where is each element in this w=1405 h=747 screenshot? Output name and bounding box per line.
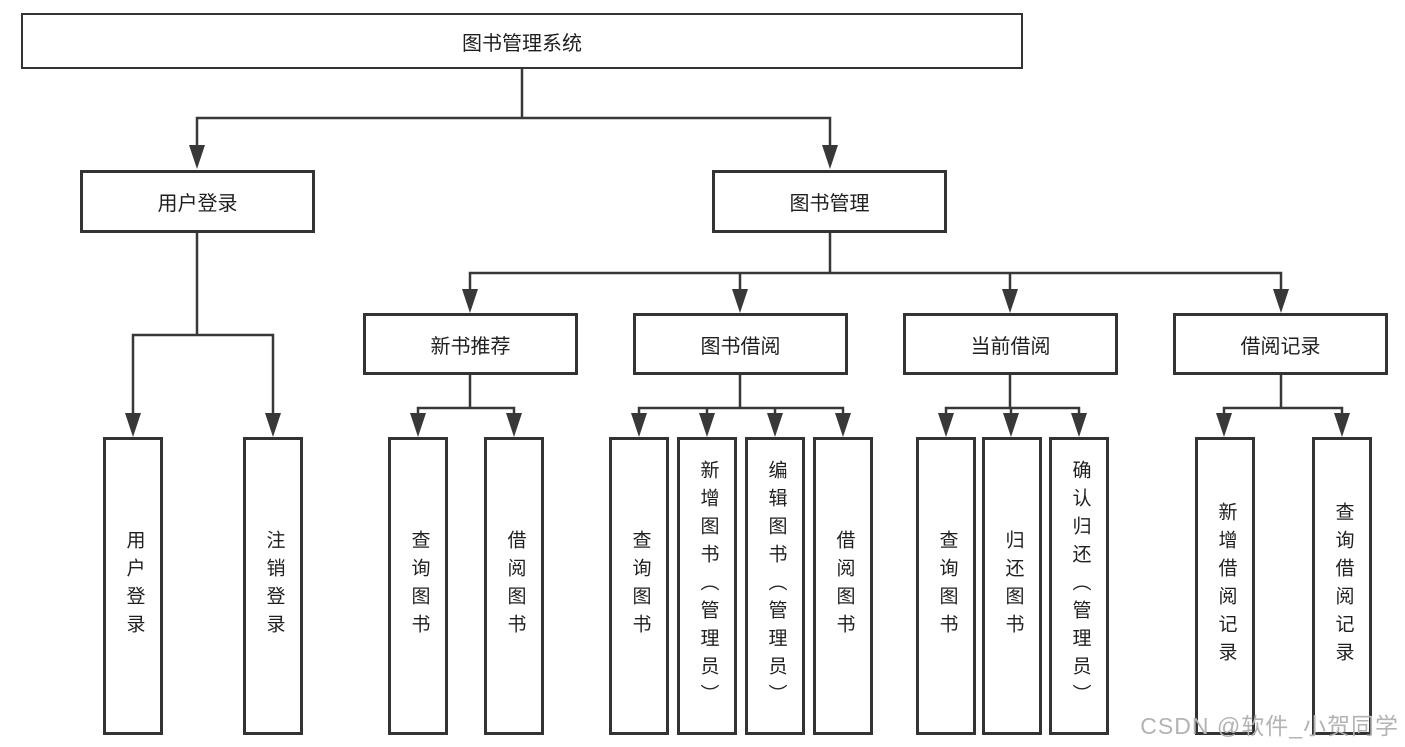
leaf-return-books: 归还图书 [982,437,1042,735]
arrow-icon [462,289,478,313]
arrow-icon [938,413,954,437]
leaf-borrow-books-recommend: 借阅图书 [484,437,544,735]
leaf-edit-book-admin: 编辑图书（管理员） [745,437,805,735]
arrow-icon [1334,413,1350,437]
leaf-confirm-return-admin: 确认归还（管理员） [1049,437,1109,735]
arrow-icon [125,413,141,437]
leaf-add-borrow-record: 新增借阅记录 [1195,437,1255,735]
arrow-icon [265,413,281,437]
arrow-icon [631,413,647,437]
leaf-logout: 注销登录 [243,437,303,735]
arrow-icon [822,145,838,169]
arrow-icon [1273,289,1289,313]
leaf-query-books-borrowing: 查询图书 [609,437,669,735]
arrow-icon [835,413,851,437]
node-system-root: 图书管理系统 [21,13,1023,69]
arrow-icon [189,145,205,169]
arrow-icon [410,413,426,437]
arrow-icon [1216,413,1232,437]
arrow-icon [699,413,715,437]
arrow-icon [1002,289,1018,313]
leaf-query-books-current: 查询图书 [916,437,976,735]
leaf-add-book-admin: 新增图书（管理员） [677,437,737,735]
arrow-icon [506,413,522,437]
leaf-query-borrow-record: 查询借阅记录 [1312,437,1372,735]
arrow-icon [732,289,748,313]
arrow-icon [1071,413,1087,437]
arrow-icon [1003,413,1019,437]
node-new-book-recommend: 新书推荐 [363,313,578,375]
leaf-query-books-recommend: 查询图书 [388,437,448,735]
node-book-borrowing: 图书借阅 [633,313,848,375]
node-borrowing-records: 借阅记录 [1173,313,1388,375]
arrow-icon [767,413,783,437]
node-user-login-branch: 用户登录 [80,170,315,233]
node-book-management-branch: 图书管理 [712,170,947,233]
node-current-borrowing: 当前借阅 [903,313,1118,375]
leaf-borrow-books: 借阅图书 [813,437,873,735]
leaf-user-login: 用户登录 [103,437,163,735]
